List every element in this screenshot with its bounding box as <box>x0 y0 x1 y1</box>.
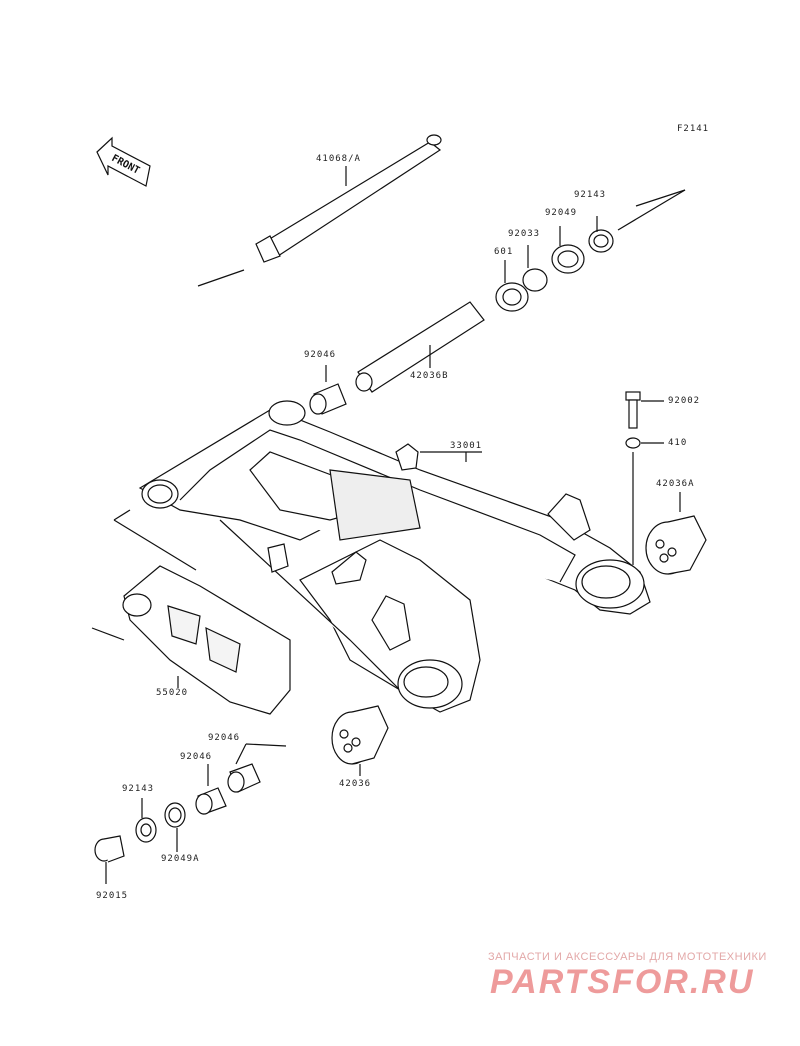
bushing-left <box>331 705 389 776</box>
label-42036A: 42036A <box>656 479 695 489</box>
collar-bottom <box>164 802 186 852</box>
label-92143-bottom: 92143 <box>122 784 155 794</box>
pivot-shaft <box>197 134 442 287</box>
label-92049-top: 92049 <box>545 208 578 218</box>
label-92002: 92002 <box>668 396 701 406</box>
label-92049A: 92049A <box>161 854 200 864</box>
dust-seal-top <box>588 216 614 253</box>
nut <box>625 437 664 565</box>
label-601: 601 <box>494 247 514 257</box>
needle-bearing-top <box>309 365 347 415</box>
ball-bearing <box>495 260 529 312</box>
sleeve <box>355 301 485 393</box>
figure-code: F2141 <box>677 124 710 134</box>
watermark-caption: ЗАПЧАСТИ И АКСЕССУАРЫ ДЛЯ МОТОТЕХНИКИ <box>488 951 767 963</box>
label-92015: 92015 <box>96 891 129 901</box>
chain-guard <box>91 509 291 715</box>
bolt <box>625 391 664 429</box>
watermark-logo: PARTSFOR.RU <box>490 963 755 1001</box>
label-92046-top: 92046 <box>304 350 337 360</box>
label-33001: 33001 <box>450 441 483 451</box>
collar-top <box>551 226 585 274</box>
label-42036B: 42036B <box>410 371 449 381</box>
label-92143-top: 92143 <box>574 190 607 200</box>
bushing-right <box>645 492 707 575</box>
label-410: 410 <box>668 438 688 448</box>
reference-lines <box>617 189 686 231</box>
label-42036: 42036 <box>339 779 372 789</box>
label-92033: 92033 <box>508 229 541 239</box>
needle-bearing-bottom <box>195 743 287 815</box>
swingarm <box>138 400 651 713</box>
collar-92015 <box>94 835 125 884</box>
circlip <box>522 245 548 292</box>
label-92046-a: 92046 <box>208 733 241 743</box>
label-92046-b: 92046 <box>180 752 213 762</box>
label-55020: 55020 <box>156 688 189 698</box>
front-arrow-icon: FRONT <box>96 136 151 187</box>
label-41068A: 41068/A <box>316 154 361 164</box>
dust-seal-bottom <box>135 798 157 843</box>
